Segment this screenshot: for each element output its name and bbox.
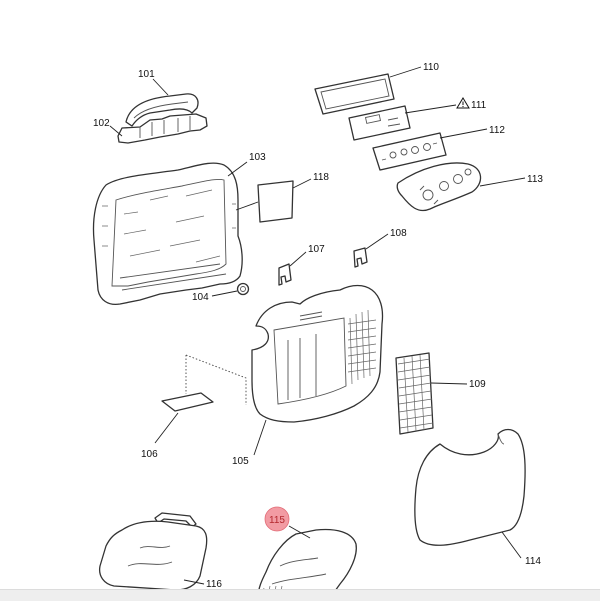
leader-104 <box>211 290 238 297</box>
leader-105 <box>253 419 267 456</box>
part-116-bag[interactable] <box>98 512 208 591</box>
leader-115 <box>288 525 311 539</box>
part-118-gasket[interactable] <box>257 180 294 223</box>
leader-106 <box>154 412 179 444</box>
callout-106[interactable]: 106 <box>141 449 158 460</box>
callout-103[interactable]: 103 <box>249 152 266 163</box>
leader-118-b <box>235 201 259 211</box>
callout-107[interactable]: 107 <box>308 244 325 255</box>
leader-107 <box>289 251 307 267</box>
leader-111 <box>404 104 457 114</box>
leader-116 <box>183 579 205 585</box>
part-105-front-housing[interactable] <box>251 284 384 423</box>
callout-102[interactable]: 102 <box>93 118 110 129</box>
part-112-button-panel[interactable] <box>372 132 447 171</box>
warning-triangle-icon <box>456 97 470 109</box>
part-113-control-cover[interactable] <box>396 162 482 212</box>
highlight-marker-115 <box>264 506 290 532</box>
leader-101 <box>152 78 169 96</box>
part-107-clip[interactable] <box>278 263 292 286</box>
part-103-back-housing[interactable] <box>92 162 243 306</box>
callout-105[interactable]: 105 <box>232 456 249 467</box>
callout-112[interactable]: 112 <box>489 125 505 136</box>
part-114-front-cover[interactable] <box>414 428 526 546</box>
part-108-clip[interactable] <box>353 247 368 268</box>
callout-104[interactable]: 104 <box>192 292 209 303</box>
part-109-filter[interactable] <box>395 352 434 435</box>
leader-113 <box>479 177 526 187</box>
callout-101[interactable]: 101 <box>138 69 155 80</box>
part-110-filter-cover[interactable] <box>314 73 395 115</box>
callout-110[interactable]: 110 <box>423 62 439 73</box>
callout-118[interactable]: 118 <box>313 172 329 183</box>
part-102-handle-base[interactable] <box>117 113 208 144</box>
bottom-scroll-bar[interactable] <box>0 589 600 601</box>
callout-109[interactable]: 109 <box>469 379 486 390</box>
callout-108[interactable]: 108 <box>390 228 407 239</box>
part-106-sheet[interactable] <box>161 392 214 412</box>
leader-102 <box>109 125 123 137</box>
part-115-filter-bag[interactable] <box>257 528 357 599</box>
part-104-knob[interactable] <box>236 282 250 296</box>
callout-115[interactable]: 115 <box>269 515 285 526</box>
callout-113[interactable]: 113 <box>527 174 543 185</box>
leader-114 <box>501 531 522 559</box>
part-111-control-board[interactable] <box>348 105 411 141</box>
leader-110 <box>389 66 422 78</box>
leader-112 <box>439 128 488 139</box>
part-101-handle[interactable] <box>125 93 199 127</box>
leader-108 <box>365 233 389 250</box>
callout-114[interactable]: 114 <box>525 556 541 567</box>
guide-106 <box>185 354 247 405</box>
leader-118 <box>292 178 312 189</box>
leader-103 <box>227 161 248 177</box>
callout-116[interactable]: 116 <box>206 579 222 590</box>
callout-111[interactable]: 111 <box>471 100 487 111</box>
leader-109 <box>430 382 468 385</box>
